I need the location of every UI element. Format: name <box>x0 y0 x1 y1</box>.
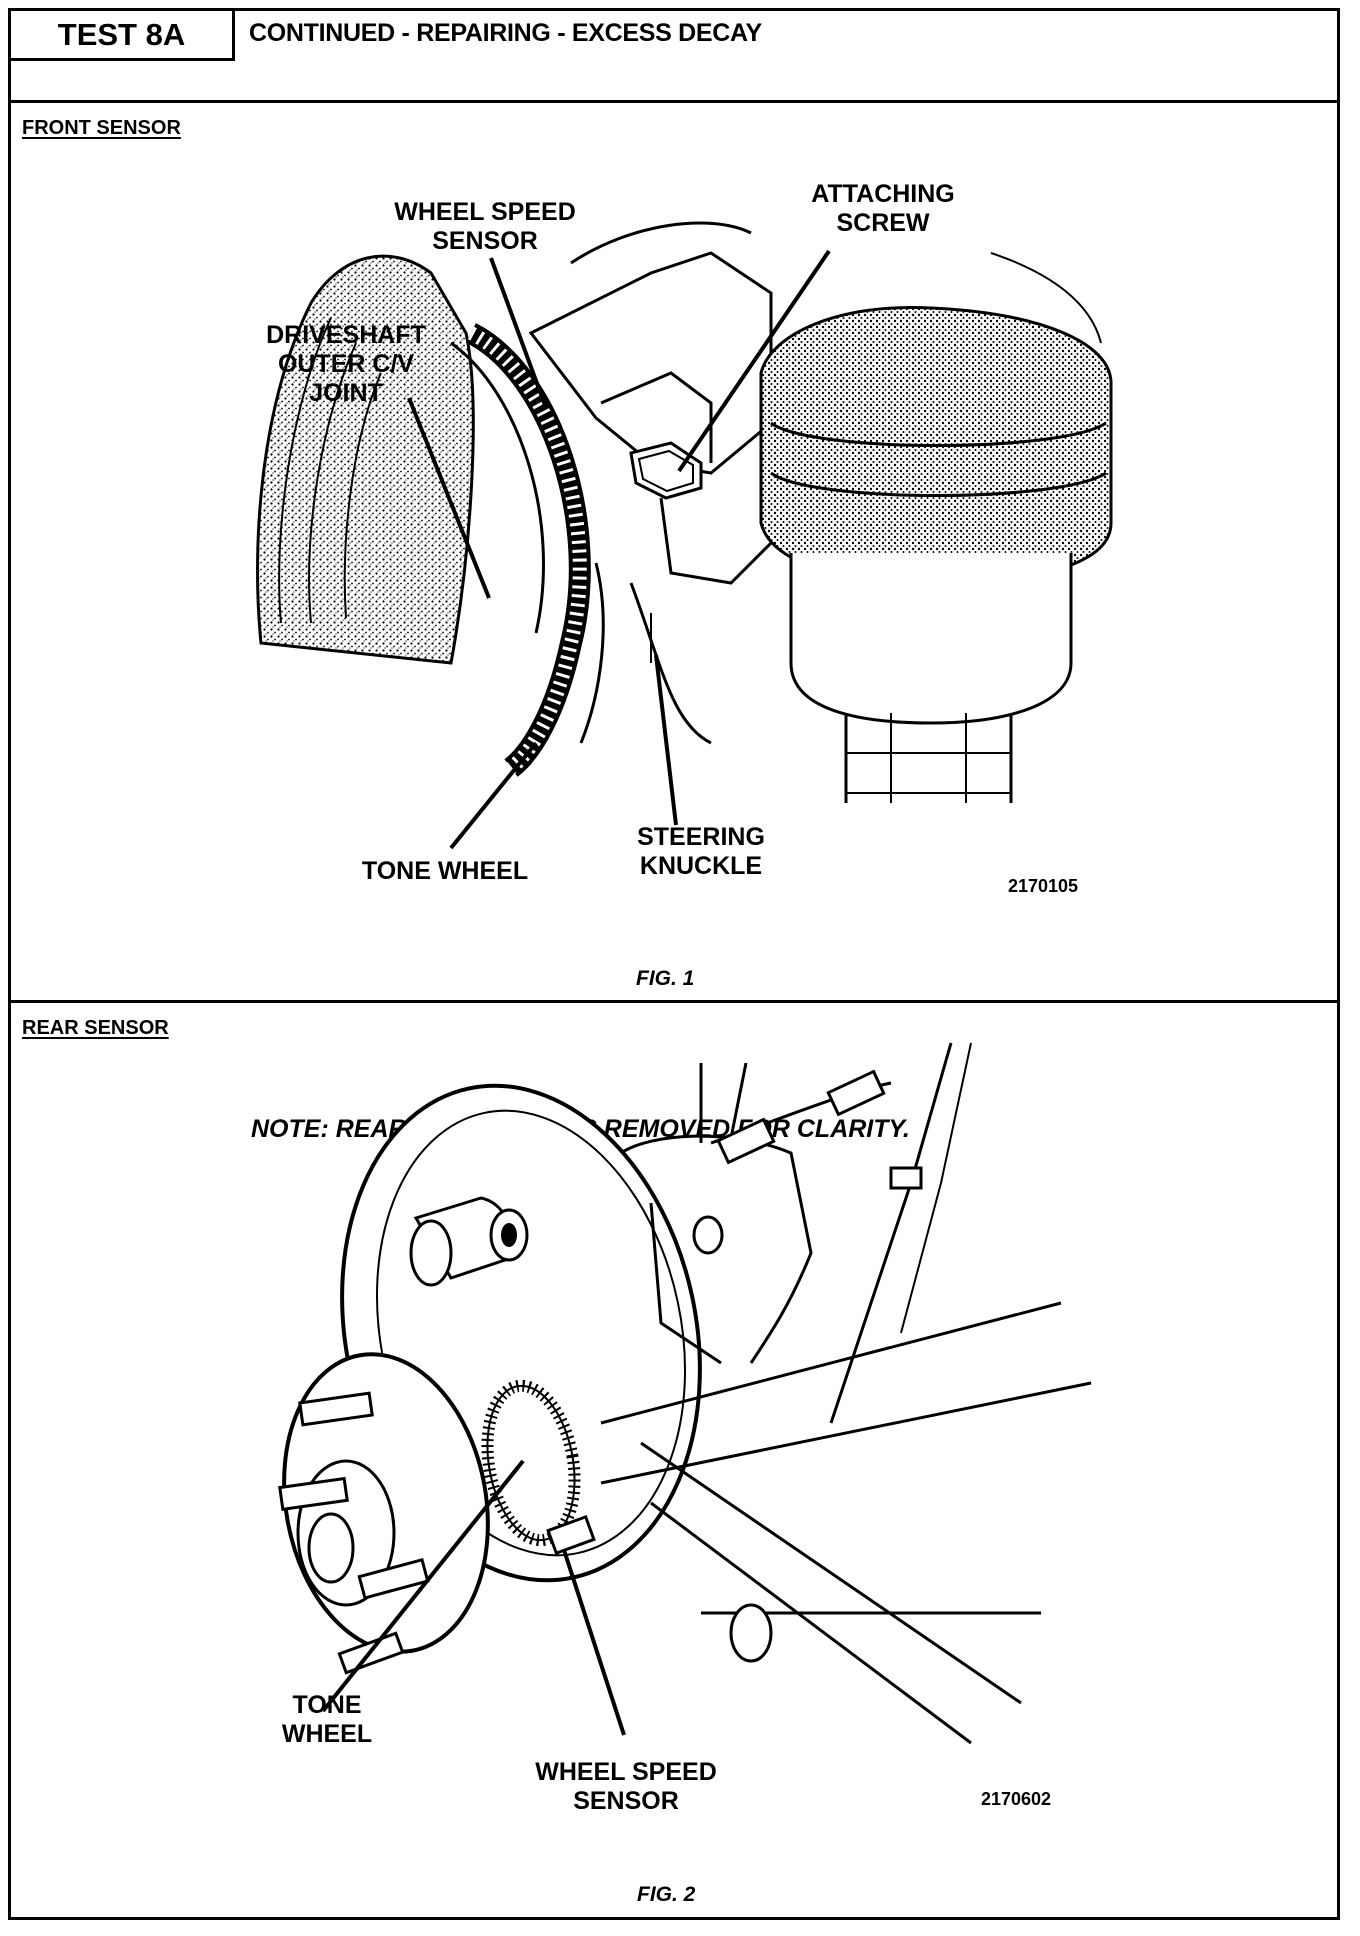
test-id-box: TEST 8A <box>11 11 235 61</box>
rear-label-tone-wheel-2: WHEEL <box>282 1720 372 1748</box>
page-header: TEST 8A CONTINUED - REPAIRING - EXCESS D… <box>11 11 1337 103</box>
front-label-steering-knuckle-1: STEERING <box>637 823 765 851</box>
header-title: CONTINUED - REPAIRING - EXCESS DECAY <box>249 19 762 47</box>
rear-label-wheel-speed-sensor-2: SENSOR <box>573 1787 679 1815</box>
fig-1-caption: FIG. 1 <box>636 967 695 990</box>
fig-2-caption: FIG. 2 <box>637 1883 696 1906</box>
front-figure-code: 2170105 <box>1008 876 1078 896</box>
front-sensor-drawing <box>528 221 773 585</box>
front-label-cv-joint-1: DRIVESHAFT <box>266 321 426 349</box>
front-label-attaching-screw-2: SCREW <box>836 209 929 237</box>
cv-joint-drawing <box>256 254 475 665</box>
rear-figure-code: 2170602 <box>981 1789 1051 1809</box>
front-label-wheel-speed-sensor-1: WHEEL SPEED <box>394 198 576 226</box>
front-label-cv-joint-2: OUTER C/V <box>278 350 414 378</box>
front-tone-wheel-drawing <box>450 323 605 777</box>
axle-bracket-drawing <box>600 1042 1092 1745</box>
page-frame: TEST 8A CONTINUED - REPAIRING - EXCESS D… <box>8 8 1340 1920</box>
rear-hub-drawing <box>278 1352 596 1675</box>
front-sensor-illustration: WHEEL SPEED SENSOR ATTACHING SCREW DRIVE… <box>256 180 1113 896</box>
rear-sensor-illustration: NOTE: REAR BRAKE SHOES REMOVED FOR CLARI… <box>251 1042 1092 1815</box>
rear-sensor-heading: REAR SENSOR <box>22 1017 169 1039</box>
front-label-tone-wheel: TONE WHEEL <box>362 857 528 885</box>
front-label-wheel-speed-sensor-2: SENSOR <box>432 227 538 255</box>
front-sensor-heading: FRONT SENSOR <box>22 117 181 139</box>
front-label-attaching-screw-1: ATTACHING <box>811 180 955 208</box>
front-sensor-section: FRONT SENSOR <box>11 103 1337 1003</box>
rear-label-wheel-speed-sensor-1: WHEEL SPEED <box>535 1758 717 1786</box>
rear-label-tone-wheel-1: TONE <box>293 1691 362 1719</box>
front-label-steering-knuckle-2: KNUCKLE <box>640 852 762 880</box>
front-label-cv-joint-3: JOINT <box>309 379 383 407</box>
rear-sensor-section: REAR SENSOR NOTE: REAR BRAKE SHOES REMOV… <box>11 1003 1337 1917</box>
steering-knuckle-drawing <box>629 252 1113 803</box>
